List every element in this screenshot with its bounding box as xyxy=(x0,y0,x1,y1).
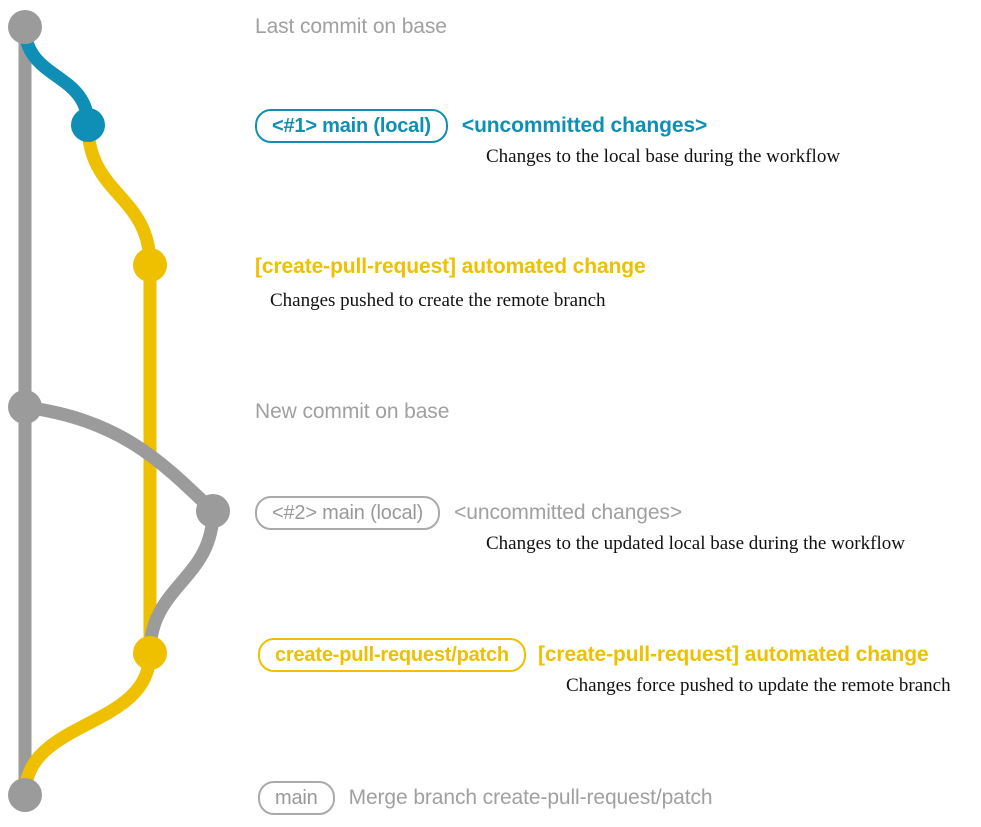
description-local-1: Changes to the local base during the wor… xyxy=(486,146,841,167)
edge-base-to-local-2 xyxy=(18,400,220,518)
headline-local-1: <uncommitted changes> xyxy=(461,114,708,137)
headline-local-2: <uncommitted changes> xyxy=(454,501,682,524)
pill-local-1[interactable]: <#1> main (local) xyxy=(255,109,448,143)
node-patch-commit-2[interactable] xyxy=(133,636,167,670)
node-merge-commit[interactable] xyxy=(8,778,42,812)
pill-create-pull-request-patch[interactable]: create-pull-request/patch xyxy=(258,638,526,672)
entry-merge: main Merge branch create-pull-request/pa… xyxy=(258,781,713,815)
description-local-2: Changes to the updated local base during… xyxy=(486,533,905,554)
headline-automated-change-1: [create-pull-request] automated change xyxy=(255,255,646,278)
edge-patch-2-to-merge xyxy=(18,646,157,802)
node-base-commit-top[interactable] xyxy=(8,10,42,44)
headline-automated-change-2: [create-pull-request] automated change xyxy=(537,643,929,666)
entry-new-commit-on-base: New commit on base xyxy=(255,397,449,427)
node-local-commit-2[interactable] xyxy=(196,494,230,528)
edge-local-2-to-patch-2 xyxy=(143,504,220,660)
node-local-commit-1[interactable] xyxy=(71,108,105,142)
headline-last-commit-on-base: Last commit on base xyxy=(255,15,447,38)
edge-local-1-to-patch-1 xyxy=(81,118,157,272)
pill-main[interactable]: main xyxy=(258,781,335,815)
node-patch-commit-1[interactable] xyxy=(133,248,167,282)
entry-automated-change-2: create-pull-request/patch [create-pull-r… xyxy=(258,638,929,672)
entry-last-commit-on-base: Last commit on base xyxy=(255,12,447,42)
headline-merge: Merge branch create-pull-request/patch xyxy=(348,786,713,809)
description-automated-change-2: Changes force pushed to update the remot… xyxy=(566,675,951,696)
node-base-commit-new[interactable] xyxy=(8,390,42,424)
edge-base-to-local-1 xyxy=(18,20,95,132)
entry-local-2: <#2> main (local) <uncommitted changes> xyxy=(255,496,682,530)
headline-new-commit-on-base: New commit on base xyxy=(255,400,450,423)
pill-local-2[interactable]: <#2> main (local) xyxy=(255,496,441,530)
entry-local-1: <#1> main (local) <uncommitted changes> xyxy=(255,109,707,143)
entry-automated-change-1: [create-pull-request] automated change xyxy=(255,252,646,282)
description-automated-change-1: Changes pushed to create the remote bran… xyxy=(270,290,606,311)
